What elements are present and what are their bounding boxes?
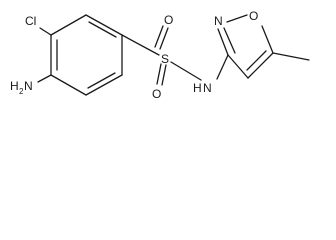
atom-ring-nitrogen: N	[214, 14, 223, 28]
isoxazole-ring	[217, 14, 310, 79]
atom-ring-oxygen: O	[249, 9, 258, 23]
bond-c3-c4	[85, 74, 123, 96]
bond-n2-o1	[226, 14, 248, 23]
bond-c4-c3	[227, 54, 249, 79]
substituent-bonds	[37, 25, 229, 86]
benzene-ring	[50, 14, 123, 96]
double-bond-inner-1	[88, 21, 117, 38]
bond-c6-c1	[50, 14, 87, 36]
bond-s-o-bottom-b	[161, 64, 167, 86]
bond-c5-methyl	[272, 52, 310, 61]
bond-s-o-bottom-a	[156, 63, 162, 85]
bond-s-o-top-b	[159, 27, 169, 50]
bond-s-o-top-a	[154, 25, 164, 48]
atom-chlorine: Cl	[25, 14, 36, 28]
bond-c5-c4-double	[246, 50, 267, 71]
bond-s-n	[170, 61, 202, 81]
bond-c2-s	[121, 34, 160, 56]
bond-c3-n2	[217, 28, 229, 56]
atom-amine-subscript: 2	[19, 87, 24, 96]
atom-amine-n: N	[24, 79, 33, 93]
atom-sulfur: S	[161, 52, 169, 66]
atom-oxygen-top: O	[164, 13, 173, 27]
bond-n-c3	[216, 54, 229, 80]
atom-amide-h: H	[193, 81, 202, 95]
atom-oxygen-bottom: O	[152, 87, 161, 101]
structure-diagram: Cl H 2 N S O O N H N O	[10, 9, 310, 101]
bond-c3-n2-double	[223, 27, 236, 54]
bond-c5-nh2	[37, 74, 52, 83]
bond-c1-c2	[85, 14, 123, 36]
bond-c5-c4	[247, 52, 274, 79]
bond-c6-cl	[39, 27, 52, 36]
atom-amine-h: H	[10, 79, 19, 93]
double-bond-inner-2	[87, 72, 116, 89]
bond-c4-c5	[50, 74, 87, 96]
atom-amide-n: N	[203, 81, 212, 95]
bond-o1-c5	[261, 25, 274, 54]
